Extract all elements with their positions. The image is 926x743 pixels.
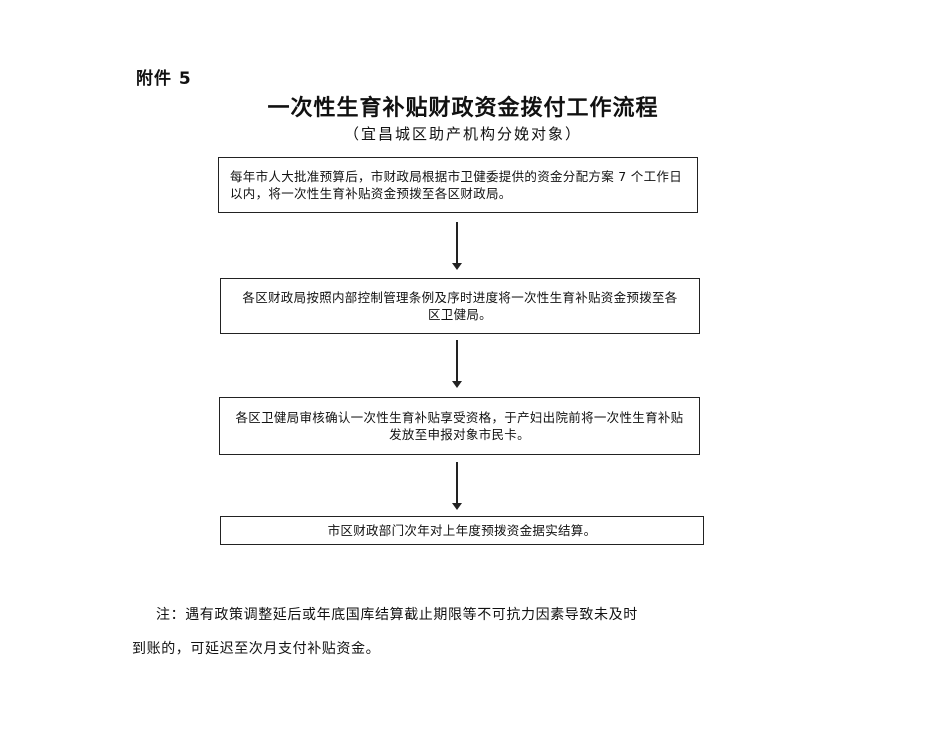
- flow-arrow-1: [451, 222, 463, 270]
- flow-step-2-text: 各区财政局按照内部控制管理条例及序时进度将一次性生育补贴资金预拨至各区卫健局。: [242, 290, 678, 322]
- flow-step-2: 各区财政局按照内部控制管理条例及序时进度将一次性生育补贴资金预拨至各区卫健局。: [220, 278, 700, 334]
- document-subtitle: （宜昌城区助产机构分娩对象）: [343, 125, 582, 143]
- flow-step-3-text: 各区卫健局审核确认一次性生育补贴享受资格，于产妇出院前将一次性生育补贴发放至申报…: [235, 410, 684, 442]
- flow-arrow-2: [451, 340, 463, 388]
- footnote: 注：遇有政策调整延后或年底国库结算截止期限等不可抗力因素导致未及时 到账的，可延…: [132, 598, 796, 666]
- flow-step-4-text: 市区财政部门次年对上年度预拨资金据实结算。: [327, 523, 597, 538]
- footnote-line-1: 注：遇有政策调整延后或年底国库结算截止期限等不可抗力因素导致未及时: [156, 607, 638, 623]
- flow-arrow-3: [451, 462, 463, 510]
- flow-step-4: 市区财政部门次年对上年度预拨资金据实结算。: [220, 516, 704, 545]
- document-title: 一次性生育补贴财政资金拨付工作流程: [267, 95, 659, 121]
- attachment-label: 附件 5: [136, 69, 192, 89]
- flow-step-1: 每年市人大批准预算后，市财政局根据市卫健委提供的资金分配方案 7 个工作日以内，…: [218, 157, 698, 213]
- flow-step-1-text: 每年市人大批准预算后，市财政局根据市卫健委提供的资金分配方案 7 个工作日以内，…: [230, 169, 683, 201]
- flow-step-3: 各区卫健局审核确认一次性生育补贴享受资格，于产妇出院前将一次性生育补贴发放至申报…: [219, 397, 700, 455]
- footnote-line-2: 到账的，可延迟至次月支付补贴资金。: [132, 641, 381, 657]
